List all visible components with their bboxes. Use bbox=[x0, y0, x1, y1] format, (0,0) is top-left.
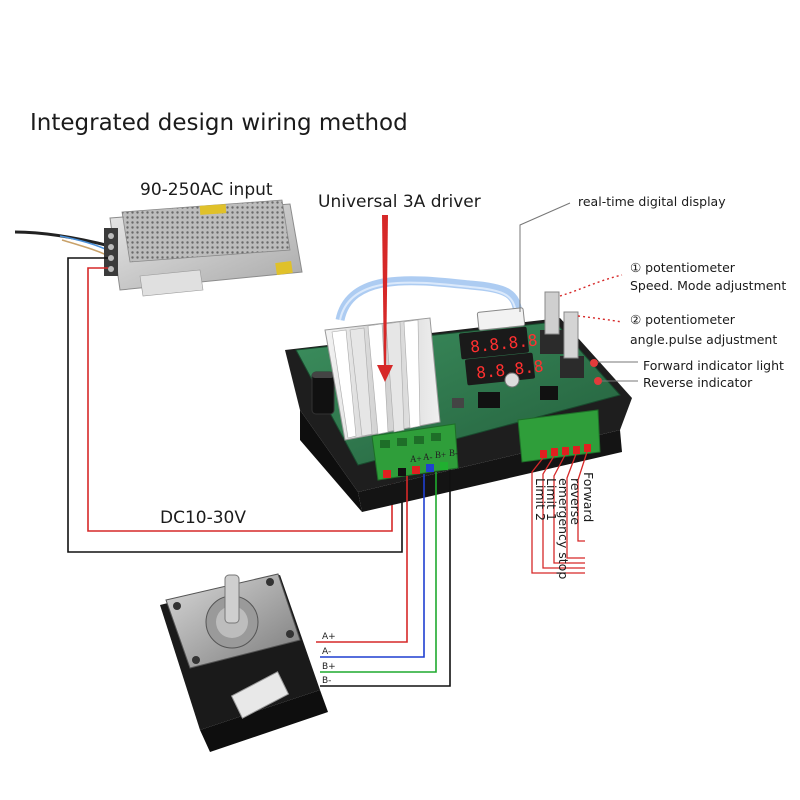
callouts: real-time digital display ① potentiomete… bbox=[519, 194, 786, 390]
pot1-callout-title: ① potentiometer bbox=[630, 260, 736, 275]
wire-label-a-plus: A+ bbox=[322, 632, 336, 642]
driver-pointer bbox=[377, 215, 393, 382]
digital-display: 8.8.8.8 8.8.8.8 bbox=[459, 326, 544, 386]
display-callout: real-time digital display bbox=[578, 194, 726, 209]
page-title: Integrated design wiring method bbox=[30, 110, 408, 136]
terminal-label-b-plus: B+ bbox=[435, 450, 446, 460]
dc-power-wires: DC10-30V bbox=[67, 257, 403, 553]
wire-label-a-minus: A- bbox=[322, 647, 331, 657]
motor-wires bbox=[316, 470, 451, 687]
heat-sink bbox=[324, 317, 441, 441]
pot2-callout-desc: angle.pulse adjustment bbox=[630, 332, 777, 347]
power-supply: 90-250AC input bbox=[14, 180, 303, 297]
reverse-led bbox=[594, 377, 602, 385]
driver-label: Universal 3A driver bbox=[318, 192, 481, 212]
control-wire-labels: Limit 2 Limit 1 emergency stop reverse F… bbox=[533, 472, 596, 579]
pot1-callout-desc: Speed. Mode adjustment bbox=[630, 278, 786, 293]
forward-led bbox=[590, 359, 598, 367]
control-wires bbox=[531, 451, 588, 574]
dc-voltage-label: DC10-30V bbox=[160, 508, 246, 528]
control-terminal-block bbox=[517, 409, 601, 463]
reverse-led-callout: Reverse indicator bbox=[643, 375, 753, 390]
terminal-label-a-plus: A+ bbox=[410, 454, 422, 464]
label-limit-2: Limit 2 bbox=[533, 478, 548, 521]
potentiometer-knobs bbox=[540, 291, 584, 378]
motor-terminal-block bbox=[371, 423, 459, 481]
stepper-motor bbox=[160, 573, 328, 752]
wire-label-b-plus: B+ bbox=[322, 662, 336, 672]
terminal-label-a-minus: A- bbox=[423, 452, 433, 462]
label-reverse: reverse bbox=[568, 478, 583, 525]
wire-label-b-minus: B- bbox=[322, 676, 331, 686]
psu-label: 90-250AC input bbox=[140, 180, 273, 200]
motor-wire-labels: A+ A- B+ B- bbox=[322, 632, 336, 686]
label-forward: Forward bbox=[581, 472, 596, 522]
label-limit-1: Limit 1 bbox=[544, 478, 559, 521]
pot2-callout-title: ② potentiometer bbox=[630, 312, 736, 327]
label-emergency-stop: emergency stop bbox=[556, 478, 571, 579]
terminal-label-b-minus: B- bbox=[449, 448, 458, 458]
forward-led-callout: Forward indicator light bbox=[643, 358, 784, 373]
